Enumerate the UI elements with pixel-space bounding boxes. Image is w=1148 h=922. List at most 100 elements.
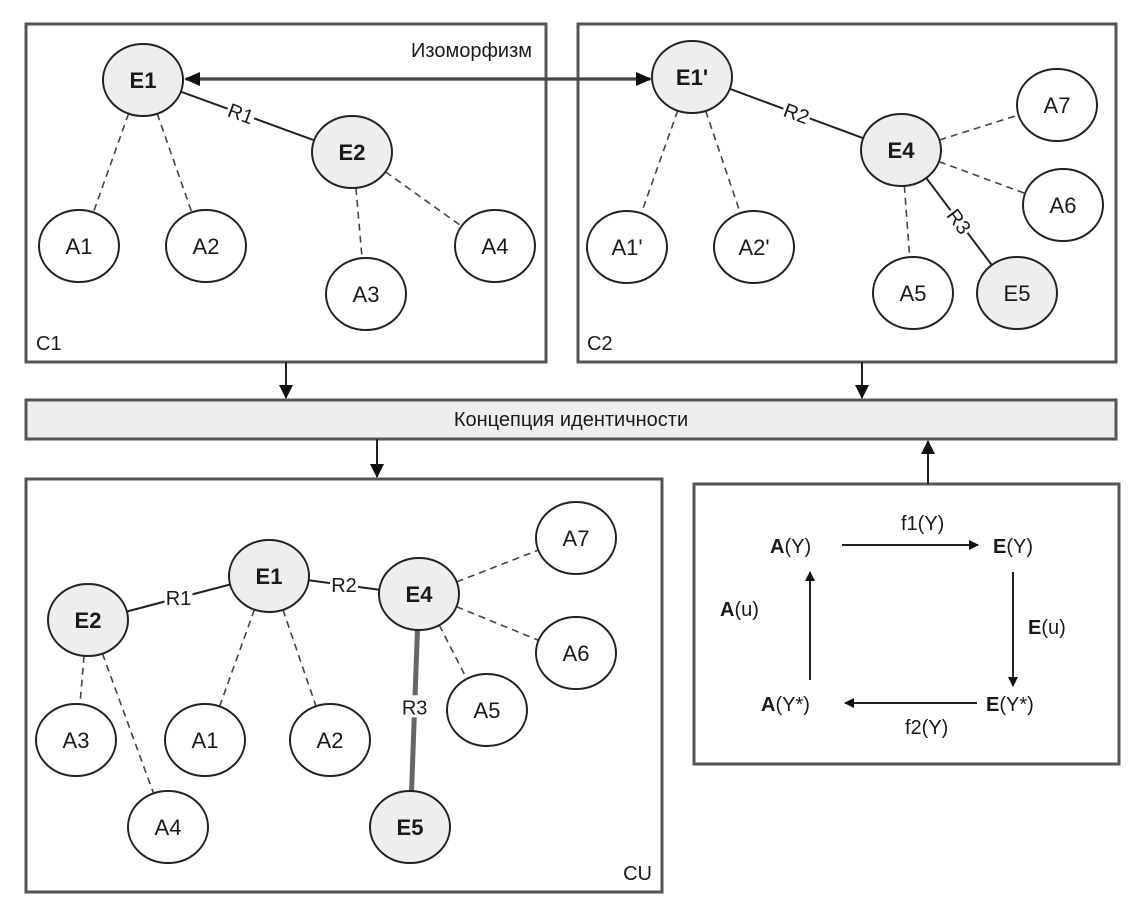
panel-c2-label: C2 <box>587 333 613 355</box>
attribute-node-a6: A6 <box>1022 168 1104 242</box>
entity-circle <box>102 43 184 117</box>
attribute-link-a7 <box>939 114 1019 141</box>
entity-node-e4: E4 <box>378 557 460 631</box>
entity-label: E2 <box>75 608 102 633</box>
attribute-link-a6 <box>456 605 539 642</box>
attribute-link-a5 <box>438 624 468 680</box>
attribute-node-a5: A5 <box>872 256 954 330</box>
attribute-node-a7: A7 <box>1016 68 1098 142</box>
c1-edges: R1 <box>92 90 463 259</box>
attribute-node-a5: A5 <box>446 673 528 747</box>
e-of-u-label: E(u) <box>1028 617 1066 639</box>
attribute-node-a3: A3 <box>35 703 117 777</box>
attribute-label: A2 <box>193 234 220 259</box>
attribute-circle <box>35 703 117 777</box>
attribute-node-a3: A3 <box>325 257 407 331</box>
attribute-label: A3 <box>353 282 380 307</box>
attribute-circle <box>164 703 246 777</box>
entity-circle <box>651 40 733 114</box>
panel-functor-square <box>692 482 1121 766</box>
attribute-circle <box>1016 68 1098 142</box>
attribute-label: A5 <box>474 698 501 723</box>
entity-label: E1 <box>256 564 283 589</box>
attribute-label: A2' <box>738 235 769 260</box>
entity-circle <box>378 557 460 631</box>
functor-square: A(Y) E(Y) A(Y*) E(Y*) f1(Y) f2(Y) A(u) E… <box>720 513 1066 739</box>
attribute-node-a6: A6 <box>535 616 617 690</box>
e-of-y: E(Y) <box>993 536 1033 558</box>
entity-node-e2: E2 <box>47 583 129 657</box>
entity-node-e1p: E1' <box>651 40 733 114</box>
isomorphism-label: Изоморфизм <box>411 40 532 62</box>
attribute-label: A4 <box>155 815 182 840</box>
entity-node-e1: E1 <box>228 539 310 613</box>
attribute-label: A2 <box>317 728 344 753</box>
attribute-link-a2 <box>156 113 193 213</box>
entity-label: E5 <box>1004 281 1031 306</box>
isomorphism-arrowhead-right <box>636 72 652 86</box>
identity-concept-label: Концепция идентичности <box>454 409 688 431</box>
e-of-y-star: E(Y*) <box>986 694 1034 716</box>
entity-label: E1 <box>130 68 157 93</box>
attribute-label: A7 <box>1044 93 1071 118</box>
attribute-circle <box>38 209 120 283</box>
attribute-circle <box>535 501 617 575</box>
attribute-node-a1p: A1' <box>586 210 668 284</box>
entity-circle <box>311 115 393 189</box>
attribute-node-a1: A1 <box>38 209 120 283</box>
attribute-link-a1 <box>218 609 256 707</box>
a-of-u-label: A(u) <box>720 599 759 621</box>
entity-label: E4 <box>406 582 434 607</box>
attribute-link-a2 <box>282 609 317 707</box>
panel-c1-label: C1 <box>36 333 62 355</box>
attribute-circle <box>713 210 795 284</box>
relation-label-r2: R2 <box>331 575 357 597</box>
attribute-link-a4 <box>101 653 155 794</box>
attribute-circle <box>289 703 371 777</box>
entity-node-e5: E5 <box>976 256 1058 330</box>
attribute-label: A1 <box>66 234 93 259</box>
entity-label: E1' <box>676 65 708 90</box>
relation-label-r1: R1 <box>166 588 192 610</box>
entity-node-e4: E4 <box>860 113 942 187</box>
entity-circle <box>976 256 1058 330</box>
panel-cu-label: CU <box>623 863 652 885</box>
a-of-y: A(Y) <box>770 536 811 558</box>
attribute-link-a7 <box>456 549 539 583</box>
attribute-link-a6 <box>938 160 1026 195</box>
attribute-label: A5 <box>900 281 927 306</box>
f1-label: f1(Y) <box>901 513 944 535</box>
attribute-label: A3 <box>63 728 90 753</box>
attribute-label: A6 <box>1050 193 1077 218</box>
attribute-link-a1 <box>92 113 130 213</box>
entity-circle <box>369 790 451 864</box>
attribute-node-a7: A7 <box>535 501 617 575</box>
entity-node-e2: E2 <box>311 115 393 189</box>
entity-label: E5 <box>397 815 424 840</box>
attribute-node-a2: A2 <box>289 703 371 777</box>
attribute-label: A1' <box>611 235 642 260</box>
entity-label: E2 <box>339 140 366 165</box>
attribute-link-a3 <box>79 655 85 705</box>
attribute-circle <box>586 210 668 284</box>
relation-label-group: R3 <box>400 695 429 719</box>
attribute-link-a1p <box>640 110 679 214</box>
entity-circle <box>860 113 942 187</box>
a-of-y-star: A(Y*) <box>761 694 810 716</box>
attribute-node-a4: A4 <box>454 209 536 283</box>
attribute-label: A4 <box>482 234 509 259</box>
f2-label: f2(Y) <box>905 717 948 739</box>
attribute-node-a1: A1 <box>164 703 246 777</box>
attribute-circle <box>454 209 536 283</box>
attribute-circle <box>872 256 954 330</box>
attribute-link-a2p <box>704 110 742 214</box>
isomorphism-arrowhead-left <box>184 72 200 86</box>
entity-circle <box>47 583 129 657</box>
